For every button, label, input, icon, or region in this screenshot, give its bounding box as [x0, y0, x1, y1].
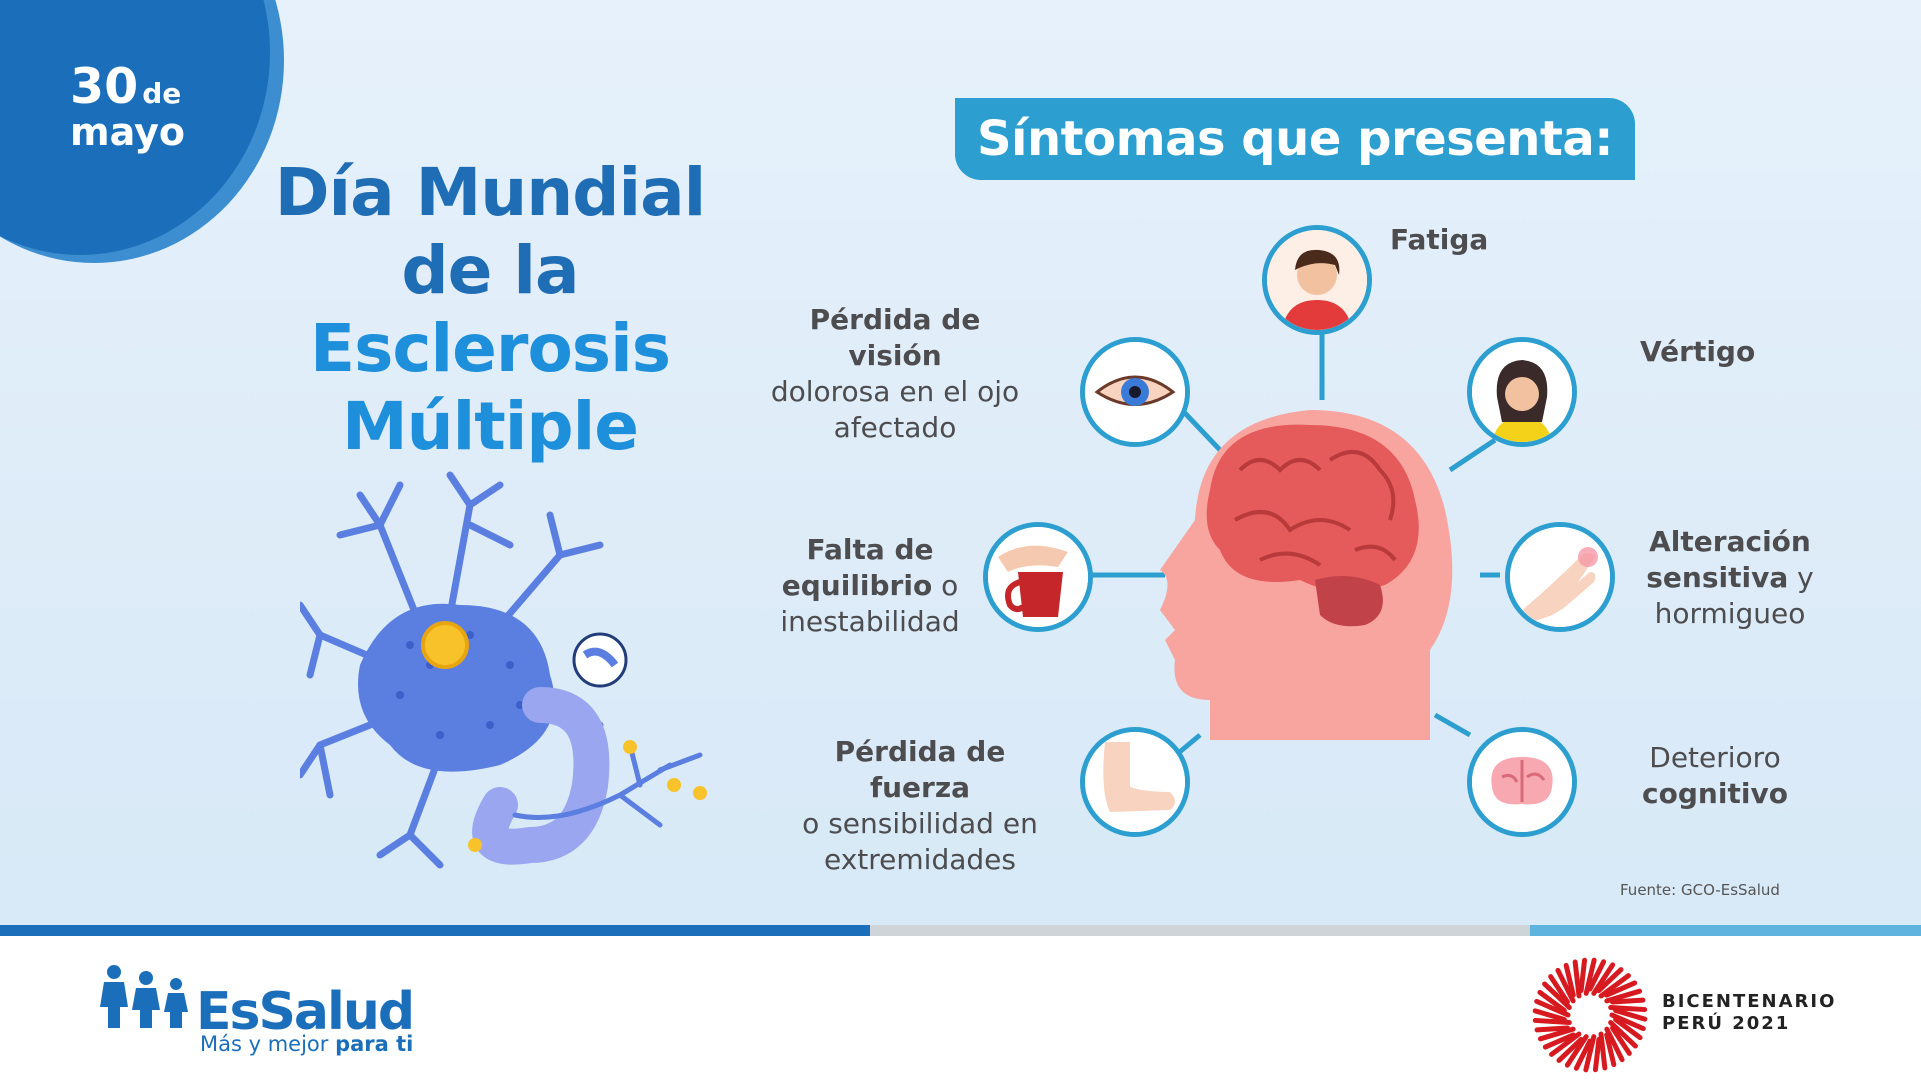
fuerza-label-bold: Pérdida de fuerza — [834, 735, 1006, 804]
symptom-vertigo: Vértigo — [1640, 334, 1755, 370]
sunburst-ray — [1583, 1034, 1597, 1073]
sunburst-ray — [1572, 959, 1582, 999]
neuron-illustration — [300, 471, 707, 869]
date-day: 30 — [70, 58, 139, 115]
eye-icon — [1080, 337, 1190, 447]
sunburst-ray — [1596, 967, 1624, 994]
foot-icon — [1080, 727, 1190, 837]
essalud-brand: EsSalud — [196, 982, 415, 1042]
page-title: Día Mundial de la Esclerosis Múltiple — [230, 160, 750, 472]
date-de: de — [142, 77, 182, 110]
fuerza-label-line3: extremidades — [824, 843, 1016, 876]
footer — [0, 936, 1921, 1081]
sunburst-ray — [1542, 981, 1572, 1010]
equilibrio-label-bold2: equilibrio — [781, 569, 933, 602]
sunburst-ray — [1598, 973, 1631, 999]
sunburst-ray — [1542, 1032, 1576, 1050]
sunburst-ray — [1556, 1036, 1584, 1063]
sunburst-ray — [1564, 1034, 1589, 1068]
sunburst-ray — [1608, 1004, 1648, 1013]
essalud-tagline: Más y mejor para ti — [200, 1032, 413, 1056]
mug-icon — [983, 522, 1093, 632]
vertigo-icon — [1467, 337, 1577, 447]
sunburst-ray — [1578, 957, 1588, 994]
sunburst-ray — [1587, 959, 1607, 992]
symptom-fuerza: Pérdida de fuerza o sensibilidad en extr… — [780, 734, 1060, 878]
sunburst-ray — [1563, 962, 1576, 998]
sunburst-ray — [1583, 957, 1597, 996]
sunburst-ray — [1598, 1031, 1608, 1071]
head-brain-illustration — [1160, 410, 1453, 740]
sunburst-ray — [1549, 1031, 1582, 1057]
sunburst-ray — [1613, 1017, 1643, 1041]
sunburst-ray — [1573, 1038, 1593, 1071]
sunburst-ray — [1604, 988, 1643, 1004]
title-line-4: Múltiple — [341, 388, 639, 465]
essalud-tagline-bold: para ti — [335, 1032, 414, 1056]
sunburst-ray — [1532, 1008, 1567, 1023]
essalud-logo-icon — [100, 965, 188, 1028]
symptom-vision: Pérdida de visión dolorosa en el ojo afe… — [760, 302, 1030, 446]
footer-stripe-blue — [0, 925, 870, 936]
sunburst-ray — [1537, 989, 1567, 1013]
symptoms-header: Síntomas que presenta: — [955, 98, 1635, 180]
bicentenario-text: BICENTENARIO PERÚ 2021 — [1662, 991, 1836, 1035]
fatiga-label: Fatiga — [1390, 223, 1489, 256]
symptom-equilibrio: Falta de equilibrio o inestabilidad — [770, 532, 970, 640]
sunburst-ray — [1537, 1026, 1576, 1042]
bicentenario-line1: BICENTENARIO — [1662, 991, 1837, 1012]
sunburst-ray — [1555, 967, 1576, 1004]
symptom-sensitiva: Alteración sensitiva y hormigueo — [1640, 524, 1820, 632]
vision-label-line2: dolorosa en el ojo — [770, 375, 1020, 408]
sunburst-ray — [1534, 998, 1571, 1018]
title-line-2: de la — [401, 232, 579, 309]
sunburst-ray — [1592, 1036, 1602, 1073]
vision-label-bold: Pérdida de visión — [809, 303, 981, 372]
cognitivo-label-bold: cognitivo — [1642, 777, 1788, 810]
source-note: Fuente: GCO-EsSalud — [1620, 881, 1780, 899]
essalud-tagline-text: Más y mejor — [200, 1032, 329, 1056]
symptom-fatiga: Fatiga — [1390, 222, 1488, 258]
date-month: mayo — [70, 110, 185, 154]
sensitiva-label-bold1: Alteración — [1649, 525, 1811, 558]
sunburst-ray — [1604, 980, 1638, 998]
title-line-1: Día Mundial — [274, 154, 707, 231]
cognitivo-label-line1: Deterioro — [1649, 741, 1781, 774]
sunburst-ray — [1591, 962, 1616, 996]
fatiga-icon — [1262, 225, 1372, 335]
sunburst-ray — [1548, 974, 1570, 1005]
footer-stripe-grey — [870, 925, 1530, 936]
equilibrio-label-bold1: Falta de — [806, 533, 934, 566]
sunburst-ray — [1610, 1025, 1632, 1056]
equilibrio-label-rest2: o — [941, 569, 959, 602]
sensitiva-label-rest2: y — [1797, 561, 1814, 594]
footer-stripe-light — [1530, 925, 1921, 936]
sunburst-ray — [1613, 1007, 1648, 1022]
sunburst-ray — [1608, 1020, 1638, 1049]
vertigo-label: Vértigo — [1640, 335, 1756, 368]
sensitiva-label-bold2: sensitiva — [1646, 561, 1789, 594]
sunburst-ray — [1604, 1032, 1617, 1068]
vision-label-line3: afectado — [833, 411, 957, 444]
sunburst-ray — [1610, 997, 1646, 1005]
bicentenario-logo-icon — [1532, 957, 1648, 1073]
equilibrio-label-line3: inestabilidad — [780, 605, 960, 638]
bicentenario-line2: PERÚ 2021 — [1662, 1013, 1791, 1034]
sunburst-ray — [1534, 1025, 1570, 1033]
sunburst-ray — [1609, 1012, 1646, 1032]
hand-icon — [1505, 522, 1615, 632]
fuerza-label-line2: o sensibilidad en — [802, 807, 1038, 840]
sunburst-ray — [1604, 1026, 1625, 1063]
brain-icon — [1467, 727, 1577, 837]
symptom-cognitivo: Deterioro cognitivo — [1630, 740, 1800, 812]
sunburst-ray — [1532, 1017, 1572, 1026]
sensitiva-label-line3: hormigueo — [1654, 597, 1806, 630]
title-line-3: Esclerosis — [310, 310, 671, 387]
